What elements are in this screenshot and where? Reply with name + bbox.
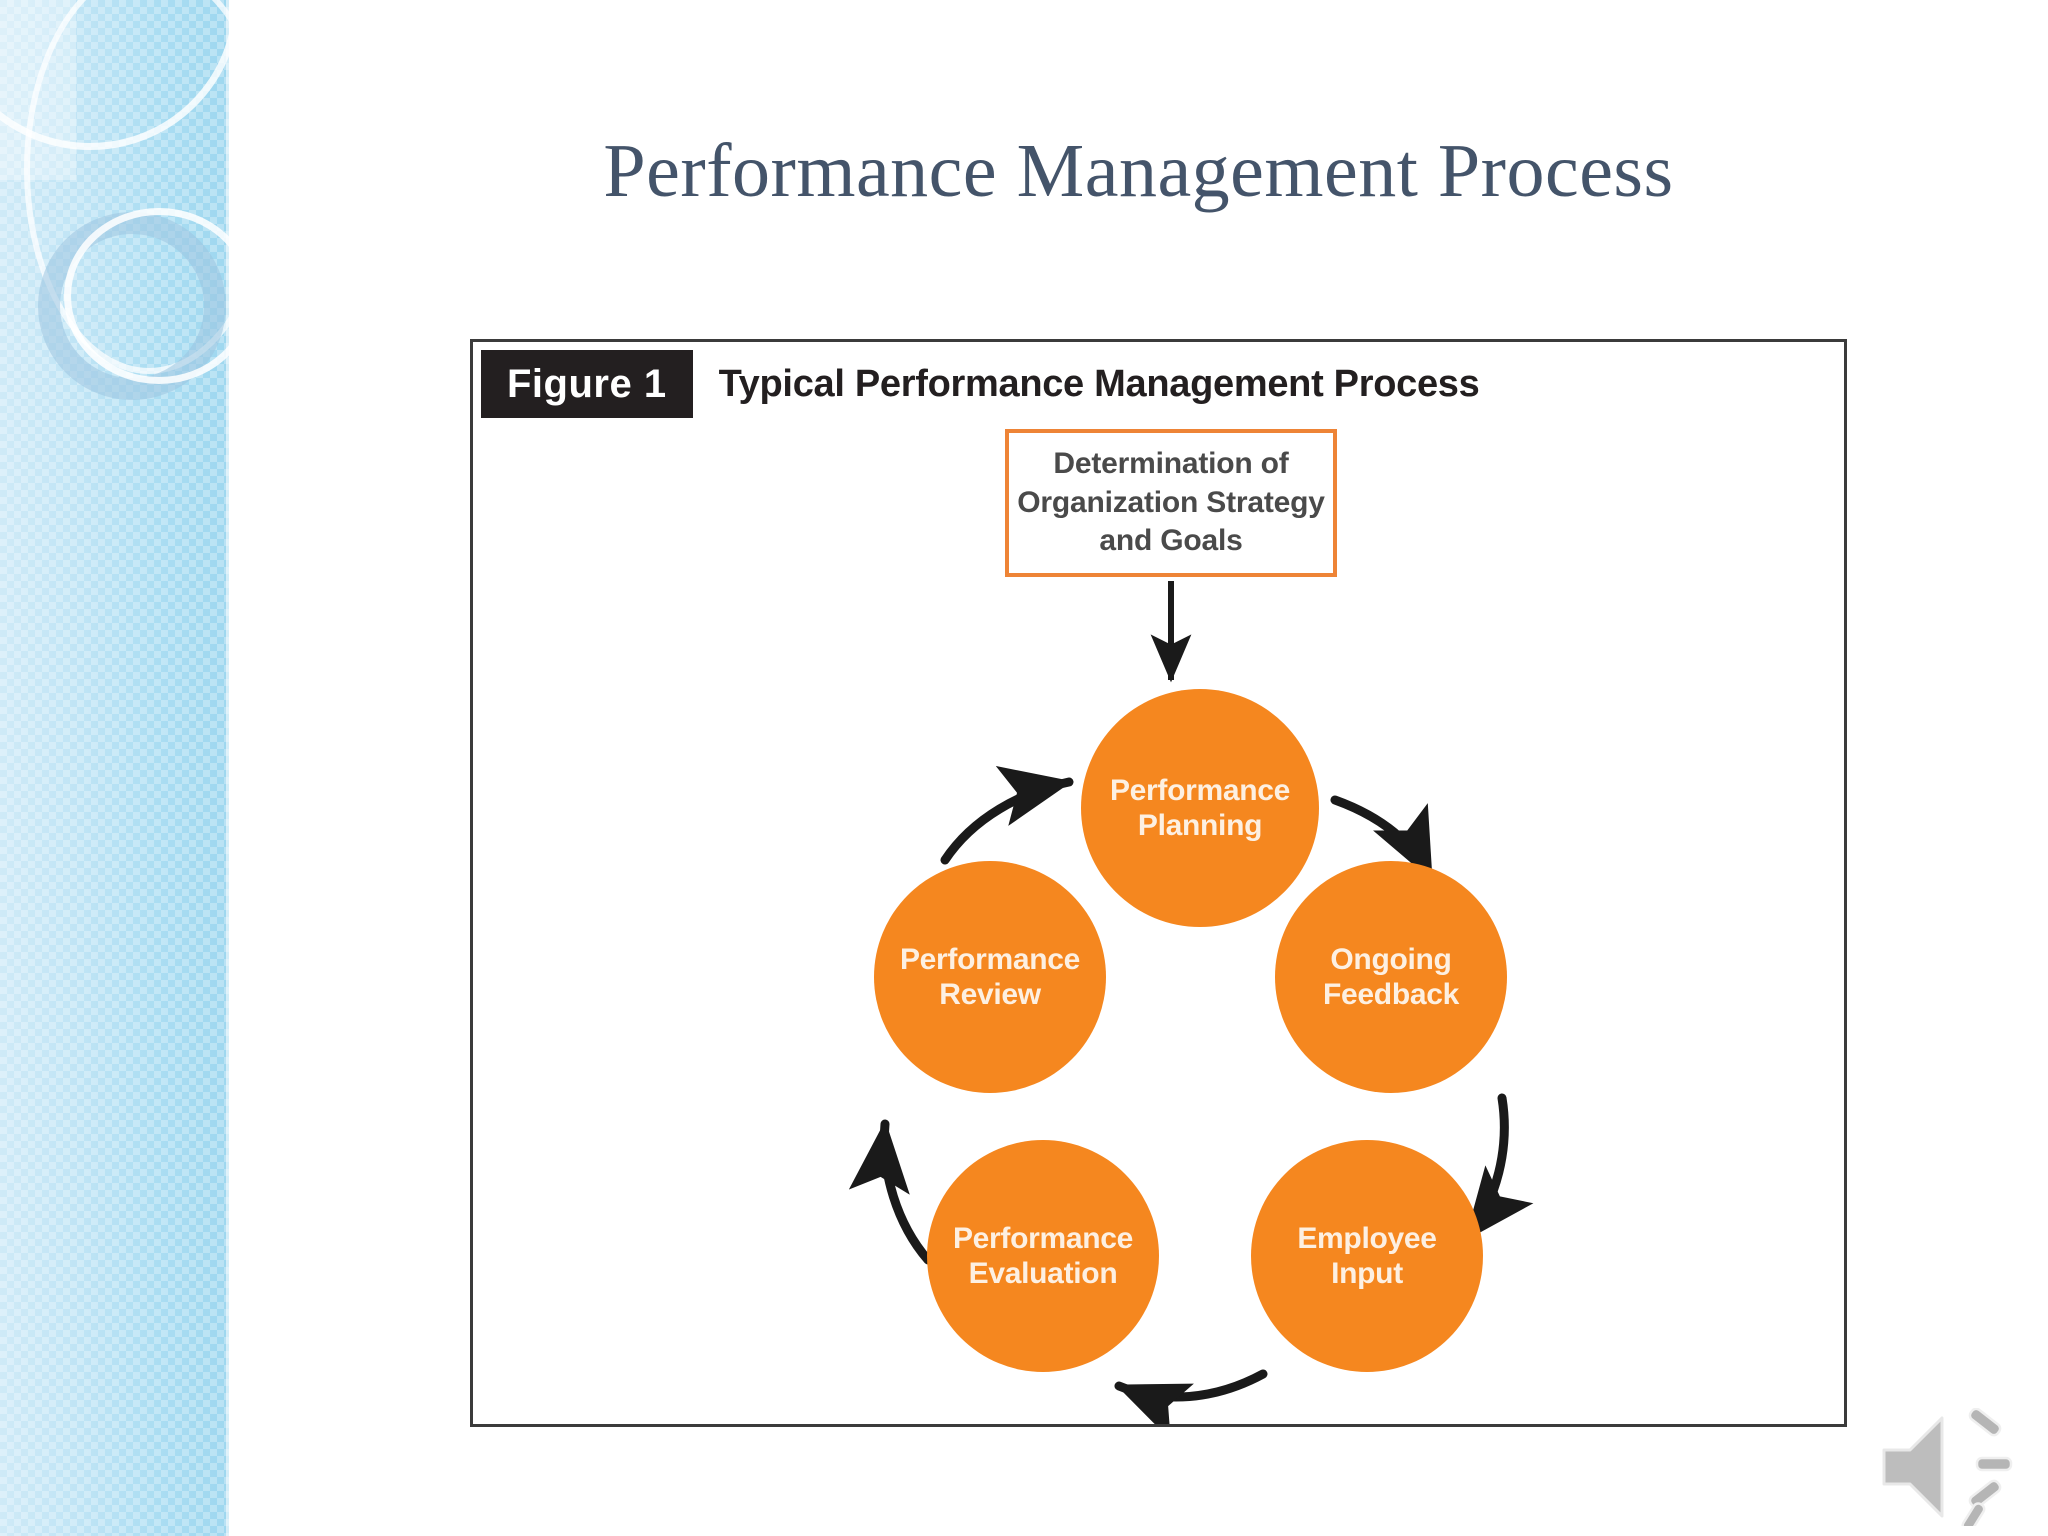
sidebar-ring-thin-icon bbox=[64, 208, 229, 384]
figure-container: Figure 1 Typical Performance Management … bbox=[470, 339, 1847, 1427]
node-evaluation-line2: Evaluation bbox=[968, 1257, 1118, 1290]
node-strategy-box: Determination of Organization Strategy a… bbox=[1005, 429, 1337, 577]
node-ongoing-feedback-label: Ongoing Feedback bbox=[1323, 942, 1459, 1013]
node-review-line2: Review bbox=[939, 978, 1041, 1011]
page-title: Performance Management Process bbox=[603, 129, 1674, 213]
node-employee-input: Employee Input bbox=[1251, 1140, 1483, 1372]
node-performance-review: Performance Review bbox=[874, 861, 1106, 1093]
diagram-arrow-layer bbox=[848, 581, 1534, 1424]
node-employee-line1: Employee bbox=[1297, 1221, 1437, 1255]
node-planning-line1: Performance bbox=[1109, 773, 1291, 807]
figure-caption-row: Figure 1 Typical Performance Management … bbox=[481, 350, 1480, 418]
node-feedback-line2: Feedback bbox=[1323, 978, 1459, 1011]
node-performance-planning-label: Performance Planning bbox=[1110, 773, 1290, 844]
arrow-employee-to-evaluation bbox=[1114, 1369, 1268, 1424]
node-performance-evaluation-label: Performance Evaluation bbox=[953, 1221, 1133, 1292]
arrow-review-to-planning bbox=[940, 766, 1074, 865]
node-planning-line2: Planning bbox=[1137, 809, 1263, 842]
node-strategy-line1: Determination of bbox=[1053, 447, 1289, 481]
node-employee-input-label: Employee Input bbox=[1297, 1221, 1437, 1292]
node-performance-evaluation: Performance Evaluation bbox=[927, 1140, 1159, 1372]
node-performance-review-label: Performance Review bbox=[900, 942, 1080, 1013]
node-evaluation-line1: Performance bbox=[952, 1221, 1134, 1255]
node-employee-line2: Input bbox=[1331, 1257, 1403, 1290]
process-diagram: Determination of Organization Strategy a… bbox=[473, 418, 1844, 1424]
node-ongoing-feedback: Ongoing Feedback bbox=[1275, 861, 1507, 1093]
node-review-line1: Performance bbox=[899, 942, 1081, 976]
node-strategy-line3: and Goals bbox=[1099, 524, 1243, 558]
sidebar-edge-highlight bbox=[226, 0, 229, 1536]
node-feedback-line1: Ongoing bbox=[1330, 942, 1452, 976]
node-strategy-label: Determination of Organization Strategy a… bbox=[1017, 445, 1325, 560]
figure-caption-title: Typical Performance Management Process bbox=[718, 362, 1480, 405]
node-performance-planning: Performance Planning bbox=[1081, 689, 1319, 927]
figure-number-badge: Figure 1 bbox=[481, 350, 693, 418]
slide-sidebar-decoration bbox=[0, 0, 229, 1536]
node-strategy-line2: Organization Strategy bbox=[1017, 485, 1325, 519]
speaker-icon[interactable] bbox=[1880, 1408, 2030, 1526]
arrow-evaluation-to-review bbox=[848, 1119, 933, 1265]
